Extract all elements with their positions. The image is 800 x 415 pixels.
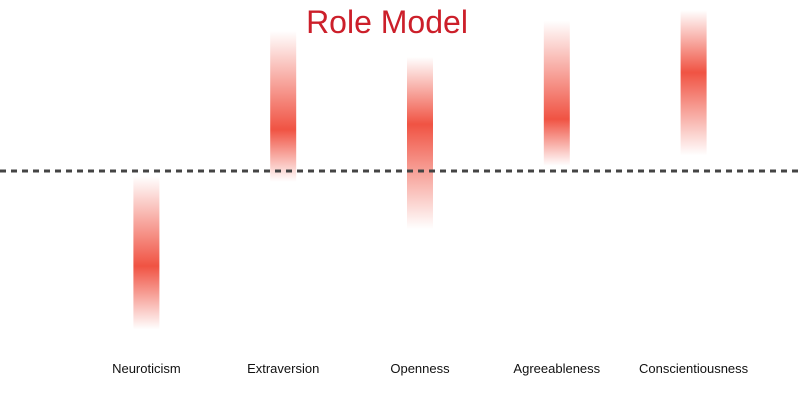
category-label-neuroticism: Neuroticism [112, 361, 181, 376]
range-bar-openness [407, 56, 433, 230]
range-bar-neuroticism [133, 176, 160, 330]
chart-title: Role Model [306, 4, 468, 40]
range-bar-conscientiousness [680, 10, 707, 156]
range-bar-agreeableness [543, 20, 570, 166]
category-label-extraversion: Extraversion [247, 361, 319, 376]
category-label-openness: Openness [390, 361, 450, 376]
category-label-conscientiousness: Conscientiousness [639, 361, 749, 376]
range-bar-extraversion [270, 30, 297, 182]
category-label-agreeableness: Agreeableness [513, 361, 600, 376]
